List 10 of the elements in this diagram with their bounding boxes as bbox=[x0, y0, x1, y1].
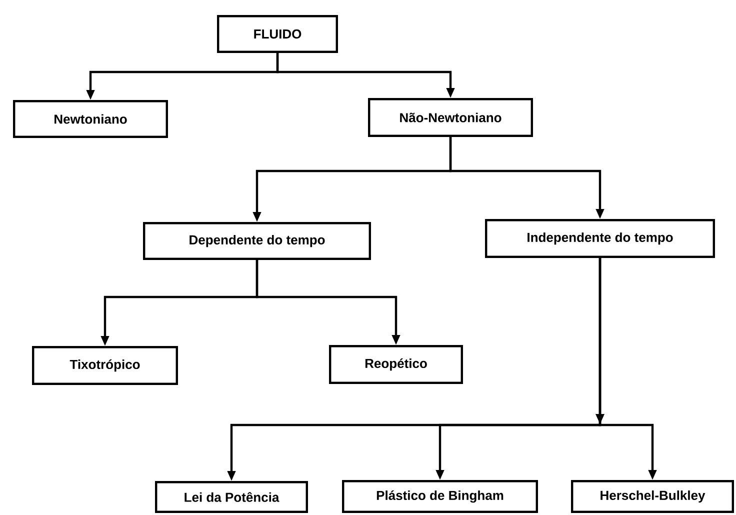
category-box: Newtoniano bbox=[13, 100, 168, 138]
category-box: Dependente do tempo bbox=[143, 222, 371, 260]
category-box: Tixotrópico bbox=[32, 346, 178, 386]
category-box: Herschel-Bulkley bbox=[571, 480, 734, 513]
category-box: Lei da Potência bbox=[155, 481, 308, 513]
category-box: FLUIDO bbox=[217, 15, 338, 53]
category-box: Não-Newtoniano bbox=[368, 98, 533, 137]
category-box: Reopético bbox=[329, 345, 463, 384]
category-box: Independente do tempo bbox=[485, 219, 715, 258]
category-box: Plástico de Bingham bbox=[342, 480, 538, 513]
